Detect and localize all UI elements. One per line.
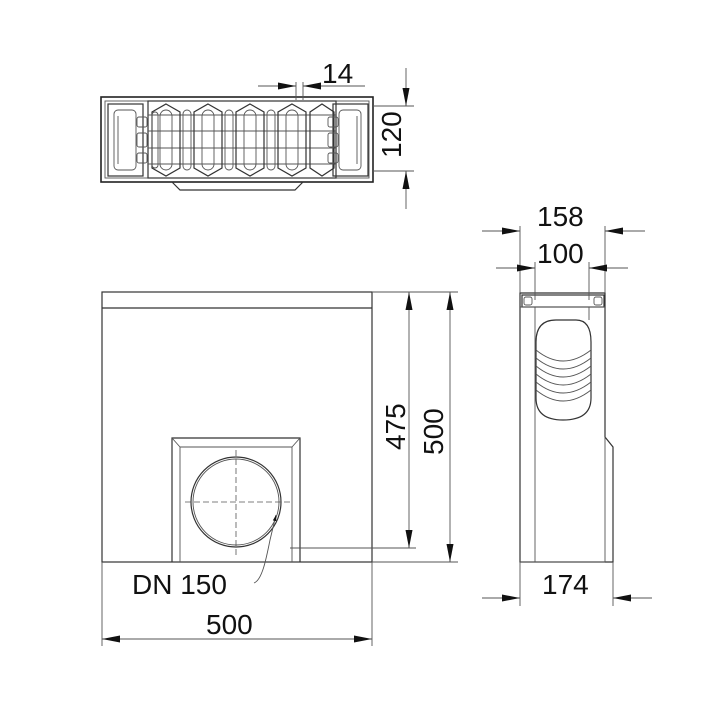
dimension-158: 158 — [482, 201, 645, 293]
dimension-label-475: 475 — [380, 403, 411, 450]
dimension-label-120: 120 — [376, 111, 407, 158]
dimension-500-horizontal: 500 — [101, 562, 373, 646]
dimension-label-500-horizontal: 500 — [206, 609, 253, 640]
dimension-174: 174 — [482, 562, 652, 606]
outlet-label: DN 150 — [132, 569, 227, 600]
dimension-label-500-vertical: 500 — [418, 408, 449, 455]
dimension-120: 120 — [373, 68, 414, 209]
dimension-label-100: 100 — [537, 238, 584, 269]
dimension-14: 14 — [258, 58, 365, 100]
dimension-475: 475 — [290, 291, 416, 549]
dimension-label-158: 158 — [537, 201, 584, 232]
dimension-label-174: 174 — [542, 569, 589, 600]
front-view: DN 150 — [101, 291, 373, 600]
dimension-500-vertical: 500 — [372, 291, 458, 563]
dimension-label-14: 14 — [322, 58, 353, 89]
side-view — [519, 292, 614, 563]
top-view-grating — [100, 96, 374, 191]
dimension-100: 100 — [496, 238, 628, 300]
